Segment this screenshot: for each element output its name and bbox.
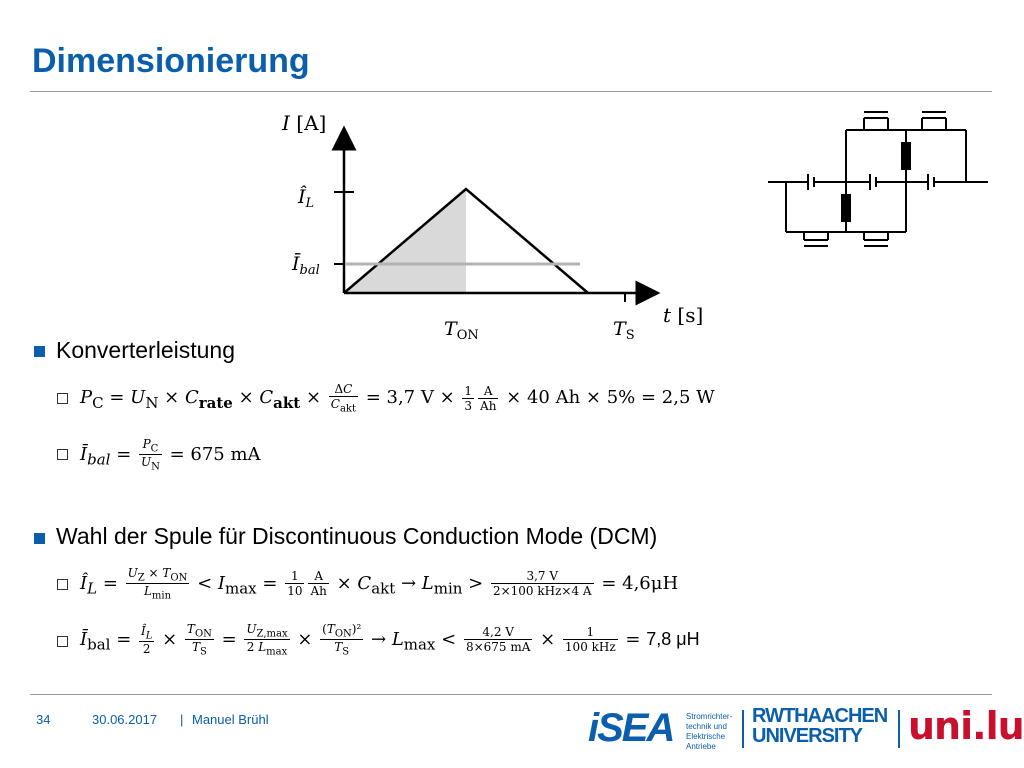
sub-bullet	[57, 449, 68, 460]
isea-logo: iSEA	[588, 706, 675, 750]
section-heading-konverterleistung: Konverterleistung	[56, 337, 235, 363]
section-heading-dcm: Wahl der Spule für Discontinuous Conduct…	[56, 523, 658, 549]
title-divider	[30, 91, 992, 92]
footer-divider	[30, 694, 992, 695]
logo-divider	[742, 710, 744, 748]
page-number: 34	[36, 712, 51, 727]
page-title: Dimensionierung	[32, 42, 310, 80]
inductor-current-waveform	[343, 187, 589, 294]
unilu-logo: uni.lu	[908, 704, 1024, 748]
ibal-label: Ībal	[291, 252, 320, 278]
sub-bullet	[57, 636, 68, 647]
il-peak-label: ÎL	[297, 185, 314, 211]
footer-date: 30.06.2017	[92, 712, 158, 727]
footer-separator: |	[180, 712, 184, 727]
ts-label: TS	[613, 318, 635, 343]
y-axis-label: I [A]	[281, 111, 326, 135]
ton-label: TON	[444, 318, 479, 343]
isea-logo-subtitle: Stromrichter-technik und Elektrische Ant…	[686, 712, 733, 751]
section-bullet	[34, 346, 45, 357]
rwth-logo: RWTHAACHEN UNIVERSITY	[752, 705, 888, 747]
rwth-logo-line1: RWTHAACHEN	[752, 705, 888, 727]
footer-author: Manuel Brühl	[192, 712, 269, 727]
x-axis-label: t [s]	[663, 303, 703, 327]
sub-bullet	[57, 393, 68, 404]
current-waveform-diagram: I [A] ÎL Ībal t [s] TON TS	[281, 111, 703, 343]
rwth-logo-line2: UNIVERSITY	[752, 725, 863, 747]
circuit-schematic-icon	[768, 111, 988, 247]
logo-divider	[898, 710, 900, 748]
section-bullet	[34, 533, 45, 544]
sub-bullet	[57, 579, 68, 590]
